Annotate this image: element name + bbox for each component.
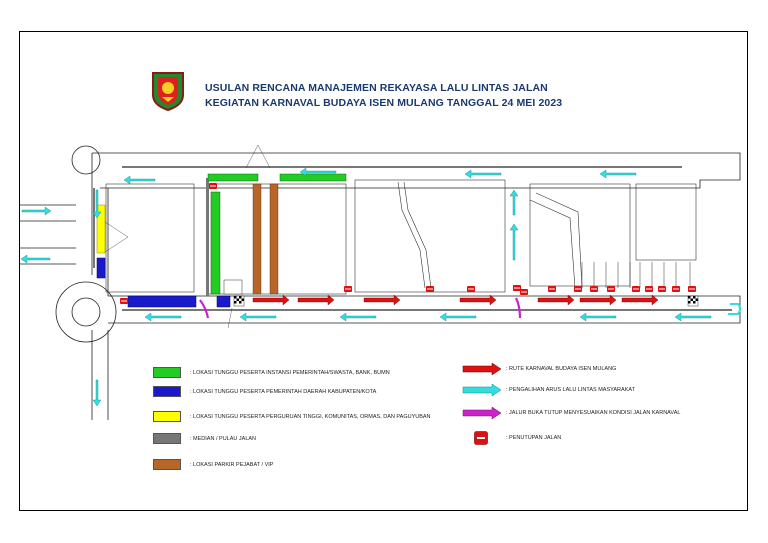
legend-label-open-close: : JALUR BUKA TUTUP MENYESUAIKAN KONDISI … xyxy=(506,410,681,416)
legend-label-yellow: : LOKASI TUNGGU PESERTA PERGURUAN TINGGI… xyxy=(190,414,431,420)
legend-label-green: : LOKASI TUNGGU PESERTA INSTANSI PEMERIN… xyxy=(190,370,390,376)
legend-label-closure: : PENUTUPAN JALAN xyxy=(506,435,562,441)
legend-magenta-arrow-icon xyxy=(462,407,502,419)
blue-zones xyxy=(96,257,231,308)
title-line-2: KEGIATAN KARNAVAL BUDAYA ISEN MULANG TAN… xyxy=(205,97,563,109)
legend-label-route: : RUTE KARNAVAL BUDAYA ISEN MULANG xyxy=(506,366,617,372)
callout-lines xyxy=(104,144,271,329)
legend-label-vip: : LOKASI PARKIR PEJABAT / VIP xyxy=(190,462,274,468)
road-outline xyxy=(20,145,741,420)
legend-swatch-blue xyxy=(153,386,181,397)
diversion-arrows xyxy=(20,167,741,407)
title-line-1: USULAN RENCANA MANAJEMEN REKAYASA LALU L… xyxy=(205,82,548,94)
closure-icon xyxy=(548,286,556,292)
yellow-zone xyxy=(96,204,106,254)
closure-icon xyxy=(645,286,653,292)
closure-icon xyxy=(672,286,680,292)
green-zones xyxy=(207,173,347,295)
closure-icon xyxy=(513,285,521,291)
closure-icon xyxy=(688,286,696,292)
vip-parking xyxy=(252,183,279,295)
legend-label-diversion: : PENGALIHAN ARUS LALU LINTAS MASYARAKAT xyxy=(506,387,635,393)
closure-icon xyxy=(520,289,528,295)
legend-swatch-vip xyxy=(153,459,181,470)
median-strips xyxy=(93,166,732,311)
route-arrows xyxy=(252,294,659,306)
legend-swatch-yellow xyxy=(153,411,181,422)
closure-icon xyxy=(658,286,666,292)
legend-label-blue: : LOKASI TUNGGU PESERTA PEMERINTAH DAERA… xyxy=(190,389,377,395)
legend-label-median: : MEDIAN / PULAU JALAN xyxy=(190,436,257,442)
closure-icon xyxy=(120,298,128,304)
parking-lines xyxy=(581,262,691,288)
road-closures xyxy=(120,183,696,304)
closure-icon xyxy=(209,183,217,189)
emblem-logo xyxy=(152,72,184,111)
legend-cyan-arrow-icon xyxy=(462,384,502,396)
closure-icon xyxy=(467,286,475,292)
map-frame xyxy=(19,31,748,511)
diagram-title: USULAN RENCANA MANAJEMEN REKAYASA LALU L… xyxy=(205,81,562,111)
legend-swatch-green xyxy=(153,367,181,378)
city-blocks xyxy=(105,179,697,295)
checkered-markers xyxy=(223,279,699,307)
legend-swatch-median xyxy=(153,433,181,444)
closure-icon xyxy=(590,286,598,292)
closure-icon xyxy=(632,286,640,292)
closure-icon xyxy=(574,286,582,292)
closure-icon xyxy=(607,286,615,292)
closure-icon xyxy=(426,286,434,292)
legend-no-entry-icon xyxy=(474,431,488,445)
closure-icon xyxy=(344,286,352,292)
legend-red-arrow-icon xyxy=(462,363,502,375)
open-close-arrows xyxy=(199,297,522,319)
